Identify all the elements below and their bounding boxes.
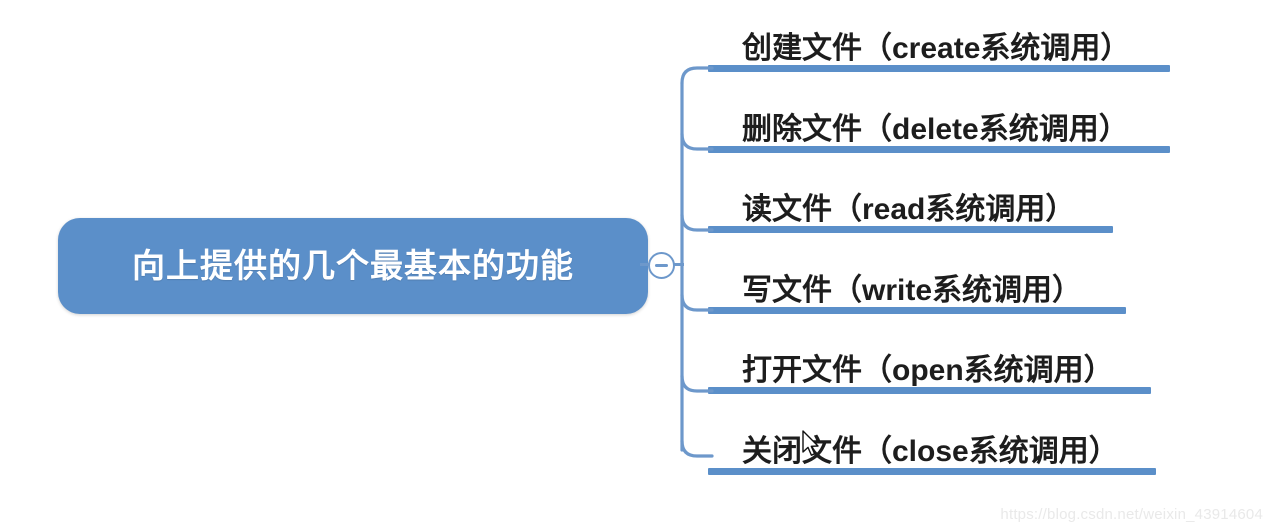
connector-branch-6 (680, 439, 714, 458)
connector-branch-4 (680, 293, 714, 312)
branch-underline-bar (708, 65, 1170, 72)
connector-branch-1 (680, 66, 714, 85)
minus-glyph (655, 264, 668, 267)
branch-underline-bar (708, 387, 1151, 394)
branch-underline-bar (708, 146, 1170, 153)
branch-underline-bar (708, 226, 1113, 233)
branch-label: 打开文件（open系统调用） (742, 354, 1114, 387)
branch-item[interactable]: 打开文件（open系统调用） (700, 336, 1220, 394)
branch-item[interactable]: 读文件（read系统调用） (700, 175, 1220, 233)
watermark: https://blog.csdn.net/weixin_43914604 (1000, 506, 1263, 523)
root-node[interactable]: 向上提供的几个最基本的功能 (58, 218, 648, 314)
branch-label: 创建文件（create系统调用） (742, 32, 1131, 65)
connector-branch-5 (680, 374, 714, 393)
branch-label: 读文件（read系统调用） (742, 193, 1076, 226)
branch-underline-bar (708, 468, 1156, 475)
branch-label: 写文件（write系统调用） (742, 274, 1083, 307)
branch-item[interactable]: 创建文件（create系统调用） (700, 14, 1220, 72)
branch-item[interactable]: 删除文件（delete系统调用） (700, 95, 1220, 153)
connector-branch-3 (680, 213, 714, 232)
branch-underline-bar (708, 307, 1126, 314)
connector-branch-2 (680, 132, 714, 151)
branch-item[interactable]: 写文件（write系统调用） (700, 256, 1220, 314)
root-node-label: 向上提供的几个最基本的功能 (132, 246, 574, 284)
branch-label: 删除文件（delete系统调用） (742, 113, 1129, 146)
minus-circle-icon[interactable] (648, 252, 675, 279)
